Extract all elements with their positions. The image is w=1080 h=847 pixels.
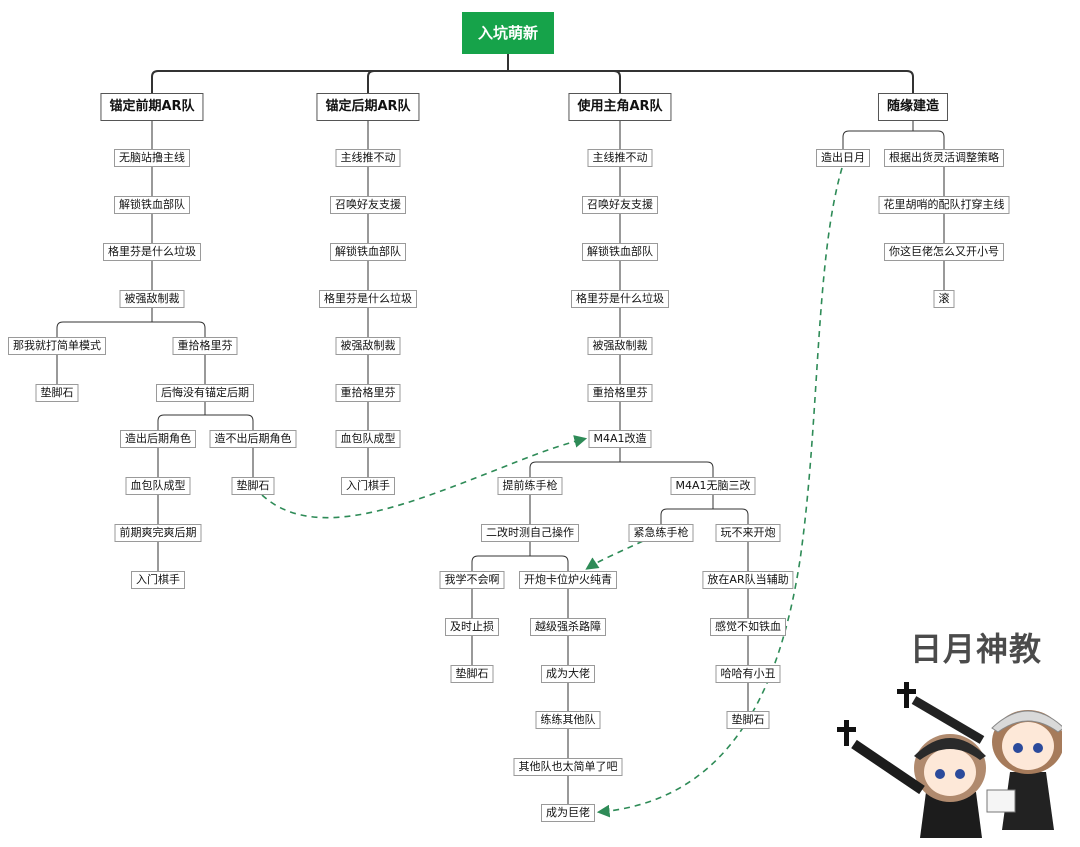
mindmap-node: 垫脚石: [35, 384, 79, 402]
connector-line: [620, 461, 714, 486]
dashed-link-arrow: [585, 540, 644, 570]
mindmap-node: 召唤好友支援: [330, 196, 406, 214]
mindmap-node: 垫脚石: [231, 477, 275, 495]
connector-line: [471, 555, 530, 580]
mindmap-node: 练练其他队: [535, 711, 601, 729]
mindmap-node: 成为巨佬: [541, 804, 595, 822]
mascot-left: [851, 734, 986, 838]
connector-line: [151, 70, 508, 107]
mindmap-node: 重拾格里芬: [172, 337, 238, 355]
mindmap-node: 锚定前期AR队: [100, 93, 204, 121]
mindmap-node: 重拾格里芬: [587, 384, 653, 402]
mindmap-node: 被强敌制裁: [587, 337, 653, 355]
mindmap-node: 造出后期角色: [120, 430, 196, 448]
connector-line: [367, 70, 508, 107]
mindmap-node: 我学不会啊: [439, 571, 505, 589]
connector-line: [529, 461, 620, 486]
mindmap-node: 前期爽完爽后期: [114, 524, 202, 542]
mascot-characters-illustration: [837, 682, 1062, 838]
mindmap-node: 那我就打简单模式: [8, 337, 106, 355]
root-node: 入坑萌新: [462, 12, 554, 54]
mindmap-node: 感觉不如铁血: [710, 618, 786, 636]
connector-line: [842, 130, 913, 158]
mindmap-node: 重拾格里芬: [335, 384, 401, 402]
mindmap-node: 越级强杀路障: [530, 618, 606, 636]
connector-line: [157, 414, 205, 439]
mindmap-node: 使用主角AR队: [568, 93, 672, 121]
mindmap-node: M4A1无脑三改: [670, 477, 756, 495]
mindmap-node: 紧急练手枪: [628, 524, 694, 542]
mindmap-node: 根据出货灵活调整策略: [884, 149, 1004, 167]
mindmap-node: 提前练手枪: [497, 477, 563, 495]
mindmap-node: 造出日月: [816, 149, 870, 167]
cross-icon: [837, 720, 856, 746]
mindmap-node: 被强敌制裁: [335, 337, 401, 355]
mindmap-node: 垫脚石: [450, 665, 494, 683]
mindmap-node: 入门棋手: [131, 571, 185, 589]
connector-line: [508, 70, 914, 107]
mindmap-node: 解锁铁血部队: [582, 243, 658, 261]
mindmap-node: 格里芬是什么垃圾: [571, 290, 669, 308]
connector-line: [152, 321, 206, 346]
mindmap-node: 解锁铁血部队: [114, 196, 190, 214]
mindmap-node: 放在AR队当辅助: [702, 571, 794, 589]
mindmap-node: 花里胡哨的配队打穿主线: [878, 196, 1010, 214]
mindmap-node: 哈哈有小丑: [715, 665, 781, 683]
mindmap-node: 血包队成型: [125, 477, 191, 495]
mindmap-node: 你这巨佬怎么又开小号: [884, 243, 1004, 261]
connector-line: [205, 414, 254, 439]
mindmap-node: 格里芬是什么垃圾: [103, 243, 201, 261]
connector-line: [56, 321, 152, 346]
mindmap-node: 后悔没有锚定后期: [156, 384, 254, 402]
mindmap-node: 成为大佬: [541, 665, 595, 683]
mindmap-node: 主线推不动: [587, 149, 653, 167]
connector-line: [913, 130, 945, 158]
cross-icon: [897, 682, 916, 708]
mindmap-node: 入门棋手: [341, 477, 395, 495]
mindmap-node: 及时止损: [445, 618, 499, 636]
dashed-link-arrow: [261, 435, 588, 519]
mindmap-node: 血包队成型: [335, 430, 401, 448]
connector-line: [713, 508, 749, 533]
mindmap-node: 锚定后期AR队: [316, 93, 420, 121]
mindmap-node: 垫脚石: [726, 711, 770, 729]
mindmap-node: 滚: [933, 290, 955, 308]
connector-line: [530, 555, 569, 580]
mindmap-node: 开炮卡位炉火纯青: [519, 571, 617, 589]
book-icon: [986, 789, 1016, 813]
mindmap-node: 无脑站撸主线: [114, 149, 190, 167]
mindmap-node: 二改时测自己操作: [481, 524, 579, 542]
mindmap-node: 解锁铁血部队: [330, 243, 406, 261]
mindmap-node: 玩不来开炮: [715, 524, 781, 542]
diagram-title: 日月神教: [910, 630, 1043, 668]
mindmap-node: 随缘建造: [877, 93, 949, 121]
mindmap-node: 其他队也太简单了吧: [513, 758, 623, 776]
mindmap-node: 造不出后期角色: [209, 430, 297, 448]
mascot-right: [911, 696, 1062, 830]
mindmap-node: 召唤好友支援: [582, 196, 658, 214]
connector-line: [660, 508, 713, 533]
mindmap-node: 被强敌制裁: [119, 290, 185, 308]
mindmap-node: M4A1改造: [588, 430, 652, 448]
mindmap-node: 格里芬是什么垃圾: [319, 290, 417, 308]
mindmap-node: 主线推不动: [335, 149, 401, 167]
